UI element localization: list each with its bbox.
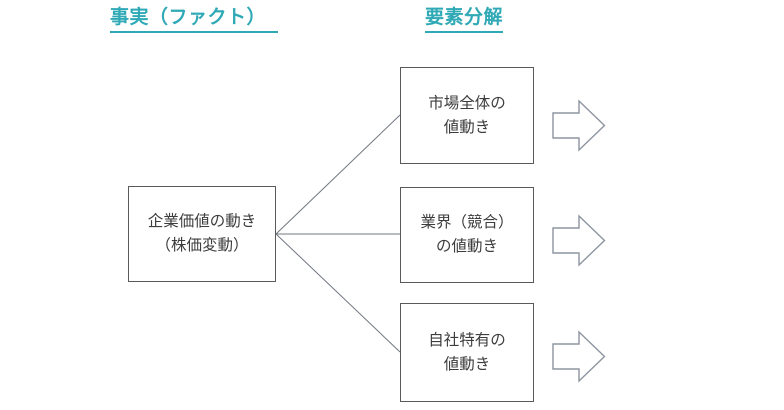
factor-box-company-line-2: 値動き xyxy=(443,355,491,373)
factor-box-company-line-1: 自社特有の xyxy=(428,331,506,349)
connector-line-to-company xyxy=(275,233,401,353)
factor-box-company: 自社特有の 値動き xyxy=(400,303,534,402)
fact-heading: 事実（ファクト） xyxy=(110,6,279,33)
source-box-line-2: （株価変動） xyxy=(155,237,249,254)
block-arrow-icon xyxy=(552,330,606,383)
block-arrow-icon xyxy=(552,214,606,267)
factor-box-market-line-1: 市場全体の xyxy=(428,94,506,112)
block-arrow-icon xyxy=(552,99,606,152)
source-box-line-1: 企業価値の動き xyxy=(147,213,257,230)
factor-box-industry-line-2: の値動き xyxy=(435,238,498,255)
factor-box-market-line-2: 値動き xyxy=(443,118,491,136)
factor-box-market: 市場全体の 値動き xyxy=(400,67,534,164)
factor-box-industry: 業界（競合） の値動き xyxy=(400,187,534,283)
decomposition-heading: 要素分解 xyxy=(425,6,504,33)
source-box: 企業価値の動き （株価変動） xyxy=(128,186,276,282)
connector-line-to-market xyxy=(275,114,401,235)
factor-box-industry-line-1: 業界（競合） xyxy=(420,214,514,231)
